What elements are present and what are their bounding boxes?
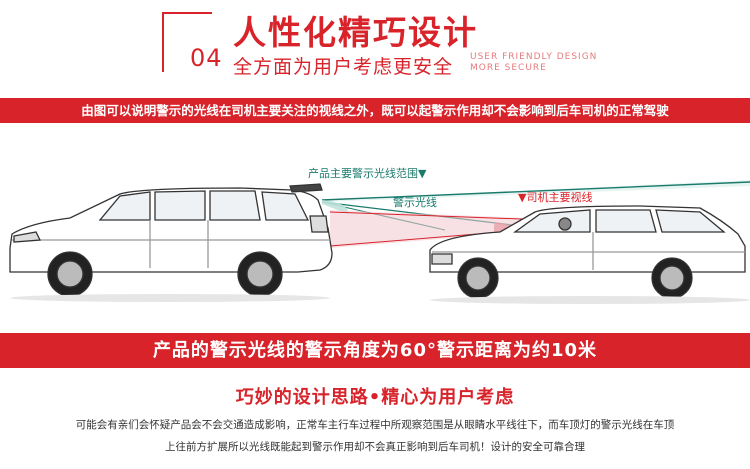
english-tagline-line2: MORE SECURE [470, 63, 547, 73]
english-tagline: USER FRIENDLY DESIGN MORE SECURE [470, 52, 597, 74]
label-warning-light: 警示光线 [393, 196, 437, 209]
header-frame [162, 12, 212, 72]
section-number: 04 [188, 44, 225, 72]
sedan-illustration [429, 205, 746, 299]
paragraph-line-2: 上往前方扩展所以光线既能起到警示作用却不会真正影响到后车司机！设计的安全可靠合理 [165, 441, 585, 453]
suv-illustration [9, 183, 333, 297]
label-driver-sight: ▼司机主要视线 [518, 191, 593, 204]
car-diagram [9, 180, 750, 304]
label-main-warning-range: 产品主要警示光线范围▼ [308, 167, 427, 180]
top-banner: 由图可以说明警示的光线在司机主要关注的视线之外，既可以起警示作用却不会影响到后车… [0, 98, 750, 123]
section-heading: 巧妙的设计思路•精心为用户考虑 [235, 387, 515, 408]
page-title: 人性化精巧设计 [233, 13, 478, 52]
paragraph-line-1: 可能会有亲们会怀疑产品会不会交通造成影响，正常车主行车过程中所观察范围是从眼睛水… [75, 419, 675, 431]
page-subtitle: 全方面为用户考虑更安全 [233, 56, 454, 78]
angle-distance-banner: 产品的警示光线的警示角度为60°警示距离为约10米 [0, 333, 750, 368]
english-tagline-line1: USER FRIENDLY DESIGN [470, 52, 598, 62]
section-paragraph: 可能会有亲们会怀疑产品会不会交通造成影响，正常车主行车过程中所观察范围是从眼睛水… [10, 414, 740, 458]
